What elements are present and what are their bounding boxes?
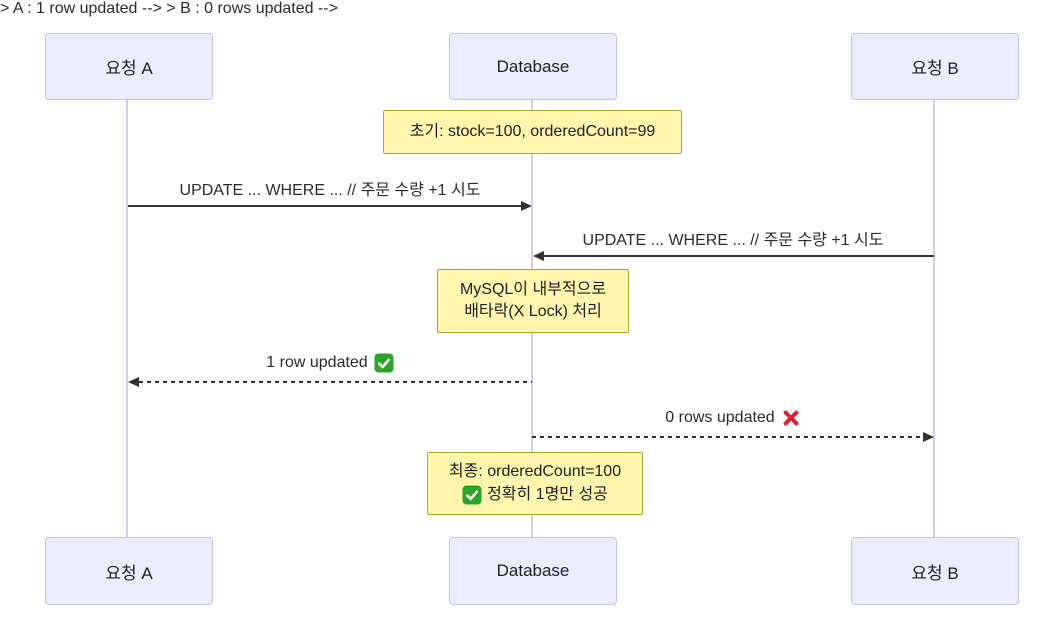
note-text: 초기: stock=100, orderedCount=99 (409, 122, 656, 140)
note-text: MySQL이 내부적으로 (459, 280, 607, 298)
note-text: 배타락(X Lock) 처리 (464, 303, 602, 320)
note-text: 최종: orderedCount=100 (448, 463, 622, 481)
actor-label: 요청 B (911, 59, 959, 78)
message-text: 0 rows updated (665, 409, 775, 426)
actor-box-request-a-bottom: 요청 A (45, 537, 213, 605)
actor-box-request-b-bottom: 요청 B (851, 537, 1019, 605)
actor-label: 요청 B (911, 563, 959, 583)
actor-box-request-a-top: 요청 A (45, 33, 213, 100)
arrowhead-left-icon (128, 377, 139, 387)
actor-label: Database (496, 56, 570, 76)
message-text: 1 row updated (266, 354, 368, 371)
actor-box-request-b-top: 요청 B (851, 33, 1019, 100)
actor-box-database-top: Database (449, 33, 617, 100)
check-icon (374, 353, 394, 373)
note-mysql-xlock: MySQL이 내부적으로 배타락(X Lock) 처리 (437, 269, 629, 333)
dashed-arrow-line-db-to-b (532, 436, 923, 438)
solid-arrow-line-b-to-db (544, 255, 934, 257)
message-label-update-a: UPDATE ... WHERE ... // 주문 수량 +1 시도 (128, 176, 532, 200)
dashed-arrow-line-db-to-a (139, 381, 532, 383)
note-text: 정확히 1명만 성공 (487, 485, 608, 503)
actor-box-database-bottom: Database (449, 537, 617, 605)
lifeline-request-b (933, 98, 935, 537)
arrowhead-right-icon (923, 432, 934, 442)
check-icon (462, 485, 482, 505)
note-initial-state: 초기: stock=100, orderedCount=99 (383, 110, 682, 154)
message-label-one-row-updated: 1 row updated (128, 350, 532, 376)
message-label-update-b: UPDATE ... WHERE ... // 주문 수량 +1 시도 (532, 226, 934, 250)
message-text: UPDATE ... WHERE ... // 주문 수량 +1 시도 (179, 182, 481, 199)
actor-label: 요청 A (105, 563, 153, 583)
message-text: UPDATE ... WHERE ... // 주문 수량 +1 시도 (582, 232, 884, 249)
lifeline-request-a (126, 98, 128, 537)
solid-arrow-line-a-to-db (128, 205, 521, 207)
arrowhead-left-icon (533, 251, 544, 261)
note-text-with-icon: 정확히 1명만 성공 (462, 484, 608, 506)
note-final-result: 최종: orderedCount=100 정확히 1명만 성공 (427, 452, 643, 515)
arrowhead-right-icon (521, 201, 532, 211)
actor-label: Database (496, 561, 570, 580)
cross-icon (781, 408, 801, 428)
message-label-zero-rows-updated: 0 rows updated (532, 405, 934, 431)
actor-label: 요청 A (105, 59, 153, 78)
